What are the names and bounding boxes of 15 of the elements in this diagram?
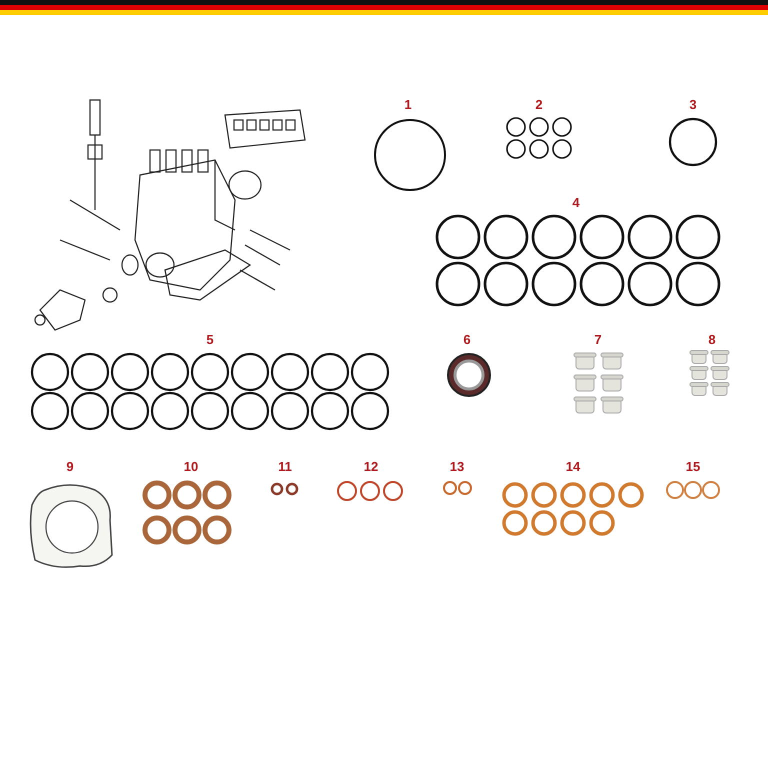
callout-number: 9 [66, 460, 74, 474]
callout-number: 15 [686, 460, 700, 474]
callout-number: 8 [708, 333, 716, 347]
callout-number: 3 [689, 98, 697, 112]
callout-number: 13 [450, 460, 464, 474]
callout-number: 6 [463, 333, 471, 347]
callout-number: 4 [572, 196, 580, 210]
callout-number: 1 [404, 98, 412, 112]
callout-number: 2 [535, 98, 543, 112]
callout-number: 5 [206, 333, 214, 347]
callout-number: 12 [364, 460, 378, 474]
callout-number: 11 [278, 460, 292, 474]
callout-number: 7 [594, 333, 602, 347]
callout-number: 14 [566, 460, 580, 474]
callout-number: 10 [184, 460, 198, 474]
